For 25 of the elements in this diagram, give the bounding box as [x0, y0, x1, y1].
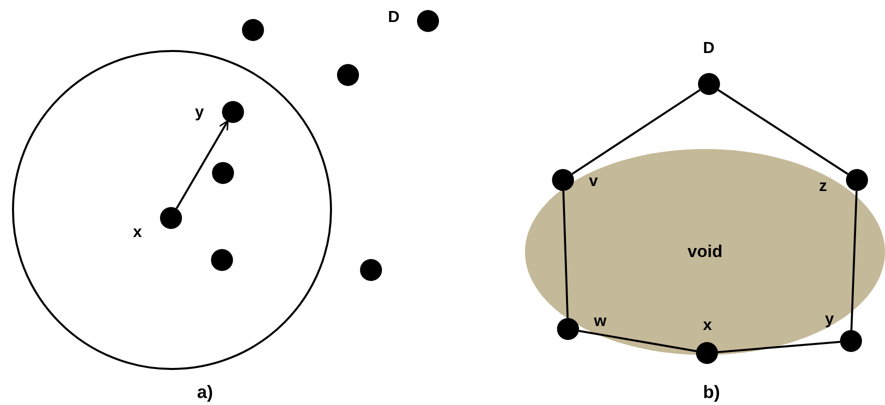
connector-line	[850, 190, 858, 330]
arrow	[176, 120, 229, 209]
connector-line	[572, 89, 700, 175]
point-label: D	[703, 40, 715, 58]
point-label: x	[703, 317, 712, 335]
connector-line	[578, 330, 696, 352]
point-label: y	[825, 311, 834, 329]
point-dot	[212, 162, 234, 184]
point-dot	[360, 259, 382, 281]
panel-label: a)	[197, 382, 214, 403]
neighborhood-circle	[12, 50, 332, 370]
point-label: w	[594, 313, 606, 331]
point-label: x	[133, 224, 142, 242]
point-dot	[211, 249, 233, 271]
point-label: z	[819, 178, 827, 196]
connector-line	[718, 340, 840, 354]
point-dot	[337, 64, 359, 86]
point-label: D	[388, 9, 400, 27]
connector-line	[718, 89, 848, 175]
point-label: v	[589, 173, 598, 191]
connector-line	[562, 190, 569, 318]
point-label: y	[195, 104, 204, 122]
point-dot	[242, 19, 264, 41]
panel-label: b)	[703, 382, 720, 403]
region-label: void	[688, 242, 722, 262]
